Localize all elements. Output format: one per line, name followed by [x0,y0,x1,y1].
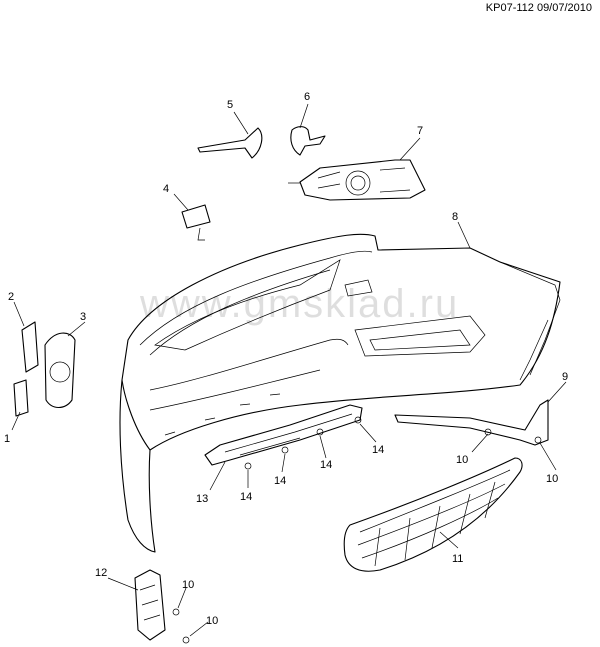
left-fog-lamp-housing [44,332,76,409]
callout-7: 7 [417,125,423,137]
leader-lines [11,103,567,637]
callout-9: 9 [562,371,568,383]
right-lower-bracket [394,399,549,446]
left-bracket-small [13,379,29,417]
callout-14-a: 14 [240,491,252,503]
callout-14-b: 14 [274,475,286,487]
callout-6: 6 [304,91,310,103]
callout-14-d: 14 [372,444,384,456]
callout-10-right-end: 10 [546,473,558,485]
callout-1: 1 [4,433,10,445]
callout-11: 11 [452,553,463,565]
callout-8: 8 [452,211,458,223]
front-bumper-fascia [119,233,561,553]
lower-air-deflector [204,404,363,466]
left-lower-bracket [134,569,166,641]
callout-2: 2 [8,291,14,303]
fog-lamp-bezel [288,159,426,201]
callout-12: 12 [95,567,107,579]
callout-3: 3 [80,311,86,323]
tow-hook-cover [181,204,211,241]
callout-10-lower-left-b: 10 [206,615,218,627]
callout-14-c: 14 [320,459,332,471]
grille-trim-left [197,127,263,159]
lower-grille-mesh [343,457,523,572]
left-side-reflector [21,321,39,373]
callout-4: 4 [163,183,169,195]
callout-5: 5 [227,99,233,111]
callout-13: 13 [196,493,208,505]
grille-trim-right [290,126,326,156]
callout-10-lower-left-a: 10 [182,579,194,591]
watermark: www.gmsklad.ru [140,282,460,326]
diagram-code-date: KP07-112 09/07/2010 [485,2,592,14]
callout-labels: 1 2 3 4 5 6 7 8 9 10 10 10 10 11 12 13 1… [4,91,568,627]
fasteners [172,416,542,644]
callout-10-bracket-right: 10 [456,454,468,466]
